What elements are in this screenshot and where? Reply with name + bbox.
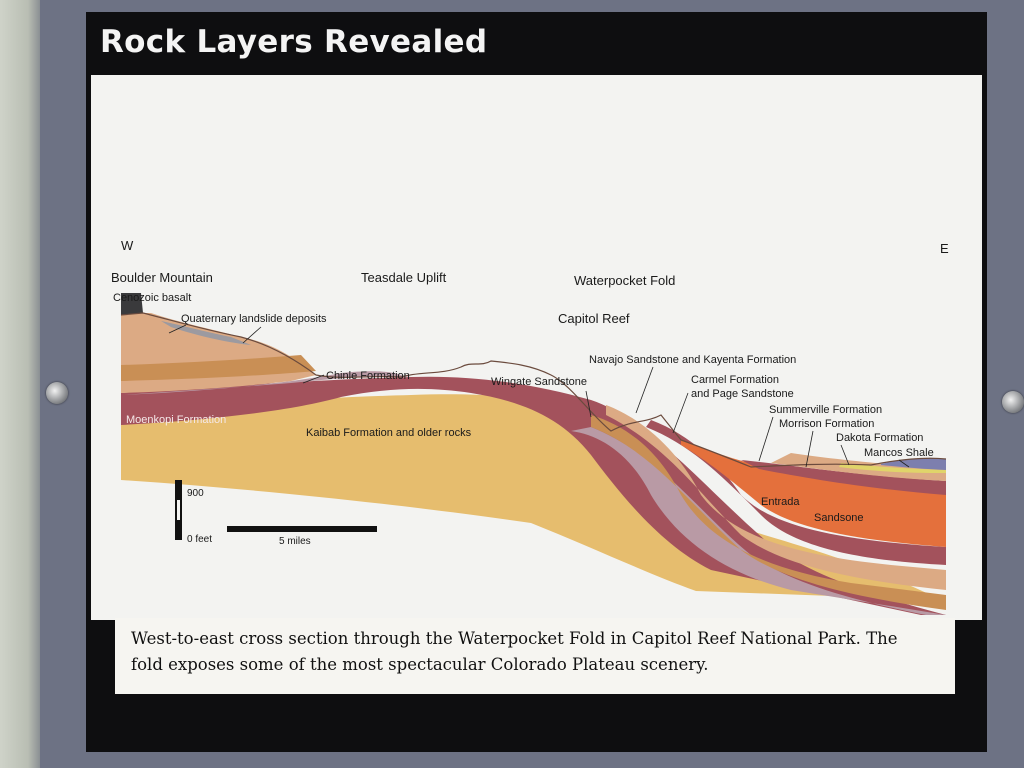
carmel-leader xyxy=(672,392,689,434)
bolt-icon-left xyxy=(46,382,68,404)
dakota-layer xyxy=(839,463,946,473)
basalt-cap xyxy=(121,293,143,315)
quaternary-leader xyxy=(168,324,187,334)
fold-band-1 xyxy=(571,427,946,615)
horizontal-scale-label: 5 miles xyxy=(279,536,311,547)
wingate-band-west xyxy=(121,355,316,381)
morrison-label: Morrison Formation xyxy=(779,418,874,430)
wingate-label: Wingate Sandstone xyxy=(491,376,587,388)
carmel-label-2: and Page Sandstone xyxy=(691,388,794,400)
bolt-icon-right xyxy=(1002,391,1024,413)
landslide-deposits xyxy=(161,321,251,345)
capitol-reef-label: Capitol Reef xyxy=(558,311,630,326)
wall-background xyxy=(0,0,40,768)
entrada-label-1: Entrada xyxy=(761,496,800,508)
entrada-layer xyxy=(681,440,946,547)
horizontal-scale-bar xyxy=(227,526,377,532)
boulder-mountain-label: Boulder Mountain xyxy=(111,270,213,285)
navajo-leader xyxy=(635,366,654,414)
wingate-leader xyxy=(585,390,592,418)
cross-section-diagram: W E Boulder Mountain Teasdale Uplift Wat… xyxy=(91,75,982,620)
sign-panel: Rock Layers Revealed xyxy=(86,12,987,752)
vertical-scale-top: 900 xyxy=(187,488,204,499)
cenozoic-basalt-label: Cenozoic basalt xyxy=(113,292,191,304)
mancos-leader xyxy=(898,459,910,468)
kaibab-label: Kaibab Formation and older rocks xyxy=(306,427,472,439)
quaternary-leader-2 xyxy=(242,326,262,344)
fold-band-2 xyxy=(591,415,946,610)
ground-surface xyxy=(120,312,947,468)
dakota-leader xyxy=(840,444,850,466)
teasdale-uplift-label: Teasdale Uplift xyxy=(361,270,447,285)
upper-beds-west xyxy=(121,313,316,393)
sign-title: Rock Layers Revealed xyxy=(100,24,488,60)
carmel-label-1: Carmel Formation xyxy=(691,374,779,386)
east-label: E xyxy=(940,241,949,256)
entrada-label-2: Sandsone xyxy=(814,512,864,524)
quaternary-landslide-label: Quaternary landslide deposits xyxy=(181,313,327,325)
fold-band-3 xyxy=(606,405,946,590)
vertical-scale-bar-inner xyxy=(177,500,180,520)
caption-text: West-to-east cross section through the W… xyxy=(131,629,898,674)
summerville-label: Summerville Formation xyxy=(769,404,882,416)
summerville-leader xyxy=(758,416,774,462)
navajo-label: Navajo Sandstone and Kayenta Formation xyxy=(589,354,796,366)
moenkopi-label: Moenkopi Formation xyxy=(126,414,226,426)
mancos-label: Mancos Shale xyxy=(864,447,934,459)
morrison-layer xyxy=(741,460,946,495)
title-bar: Rock Layers Revealed xyxy=(86,12,987,76)
chinle-label: Chinle Formation xyxy=(326,370,410,382)
chinle-leader xyxy=(302,374,325,384)
waterpocket-fold-label: Waterpocket Fold xyxy=(574,273,675,288)
cross-section-svg: W E Boulder Mountain Teasdale Uplift Wat… xyxy=(111,238,949,615)
west-label: W xyxy=(121,238,134,253)
dakota-label: Dakota Formation xyxy=(836,432,923,444)
caption-box: West-to-east cross section through the W… xyxy=(115,618,955,694)
vertical-scale-bottom: 0 feet xyxy=(187,534,212,545)
morrison-leader xyxy=(805,430,814,468)
